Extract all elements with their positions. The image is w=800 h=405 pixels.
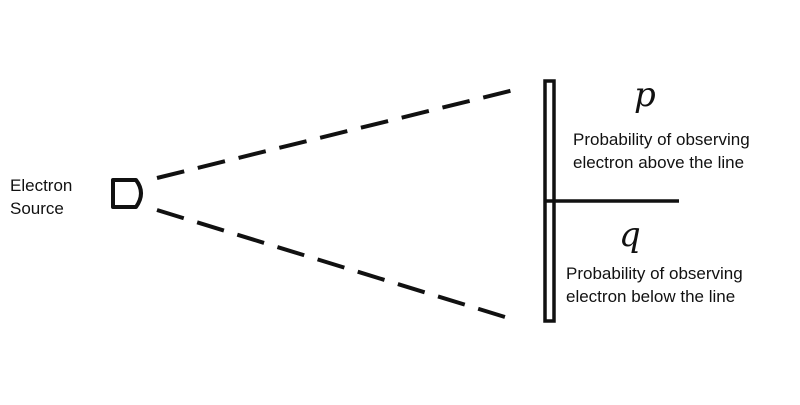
electron-source-icon	[111, 178, 143, 209]
lower-beam-dashed-line	[156, 208, 519, 323]
lower-probability-label-line2: electron below the line	[566, 287, 736, 306]
lower-probability-label-line1: Probability of observing	[566, 264, 743, 283]
upper-probability-label-line2: electron above the line	[573, 153, 745, 172]
electron-source-label-line1: Electron	[10, 176, 73, 195]
probability-p-symbol: p	[634, 75, 656, 115]
lower-probability-label: Probability of observing electron below …	[566, 262, 743, 308]
upper-probability-label: Probability of observing electron above …	[573, 128, 750, 174]
electron-source-label: Electron Source	[10, 174, 72, 220]
upper-probability-label-line1: Probability of observing	[573, 130, 750, 149]
upper-beam-dashed-line	[156, 86, 523, 180]
probability-q-symbol: q	[619, 215, 641, 255]
electron-source-label-line2: Source	[10, 199, 64, 218]
